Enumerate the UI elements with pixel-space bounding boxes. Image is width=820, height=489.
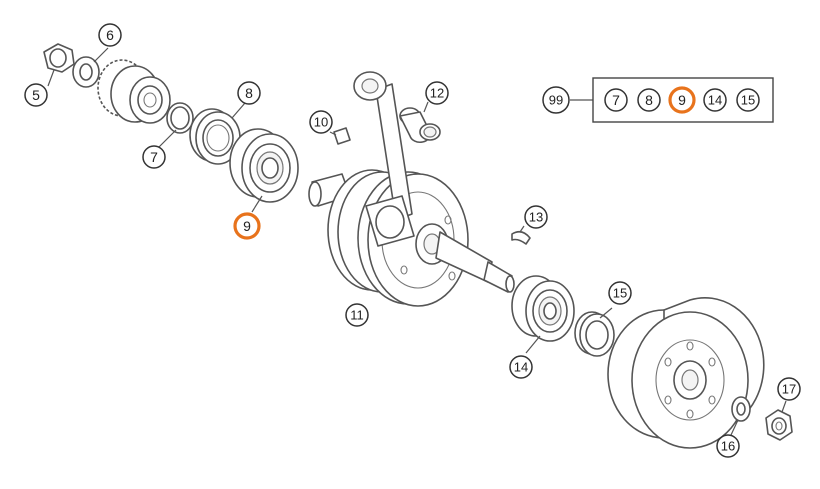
- callout-6[interactable]: 6: [98, 23, 122, 47]
- kit-item-label: 8: [645, 92, 653, 108]
- callout-15[interactable]: 15: [608, 281, 632, 305]
- kit-item-label: 14: [708, 93, 722, 108]
- callout-14-label: 14: [514, 360, 528, 375]
- callout-8-label: 8: [245, 85, 253, 101]
- kit-item-15[interactable]: 15: [736, 88, 760, 112]
- rotor-flywheel: [607, 297, 765, 449]
- callout-12-label: 12: [430, 86, 444, 101]
- kit-item-label: 7: [612, 92, 620, 108]
- callout-17-label: 17: [782, 382, 796, 397]
- callout-13[interactable]: 13: [524, 205, 548, 229]
- part-11-crankshaft: [308, 71, 515, 307]
- kit-item-ring: [604, 88, 628, 112]
- part-9-ball-bearing: [229, 128, 299, 203]
- kit-legend: 99 7 8 9 14 15: [542, 77, 774, 123]
- callout-11-label: 11: [350, 308, 364, 323]
- callout-5-label: 5: [32, 87, 40, 103]
- callout-15-label: 15: [613, 286, 627, 301]
- callout-11[interactable]: 11: [345, 303, 369, 327]
- part-13-woodruff-key: [511, 230, 531, 245]
- kit-item-9[interactable]: 9: [668, 86, 696, 114]
- kit-item-label: 9: [678, 92, 686, 108]
- kit-items: 7 8 9 14 15: [604, 86, 760, 114]
- kit-label-ring[interactable]: [542, 86, 570, 114]
- drive-gear: [97, 59, 171, 124]
- part-14-ball-bearing: [511, 275, 575, 342]
- leader-lines: [47, 47, 787, 436]
- kit-item-ring: [668, 86, 696, 114]
- callout-12[interactable]: 12: [425, 81, 449, 105]
- kit-item-ring: [637, 88, 661, 112]
- callout-14[interactable]: 14: [509, 355, 533, 379]
- callout-6-label: 6: [106, 27, 114, 43]
- callout-5[interactable]: 5: [24, 83, 48, 107]
- callout-17[interactable]: 17: [777, 377, 801, 401]
- callout-9-label: 9: [243, 218, 251, 234]
- callout-13-label: 13: [529, 210, 543, 225]
- part-16-spring-washer: [731, 396, 751, 422]
- part-8-shaft-seal: [189, 108, 241, 165]
- kit-item-7[interactable]: 7: [604, 88, 628, 112]
- callout-8[interactable]: 8: [237, 81, 261, 105]
- part-17-collar-nut: [765, 409, 793, 441]
- part-15-shaft-seal: [574, 311, 615, 357]
- kit-item-ring: [703, 88, 727, 112]
- kit-item-ring: [736, 88, 760, 112]
- kit-item-label: 15: [741, 93, 755, 108]
- callout-7[interactable]: 7: [142, 145, 166, 169]
- callout-10-label: 10: [314, 115, 328, 130]
- callout-16[interactable]: 16: [716, 434, 740, 458]
- callout-7-label: 7: [150, 149, 158, 165]
- kit-item-14[interactable]: 14: [703, 88, 727, 112]
- part-6-washer: [72, 56, 100, 88]
- kit-label: 99: [549, 93, 563, 108]
- part-10-key: [333, 127, 351, 145]
- callout-10[interactable]: 10: [309, 110, 333, 134]
- part-7-o-ring: [166, 102, 194, 134]
- callout-9[interactable]: 9: [233, 212, 261, 240]
- callout-16-label: 16: [721, 439, 735, 454]
- part-12-needle-bearing: [399, 107, 441, 143]
- part-5-nut: [43, 43, 75, 73]
- kit-item-8[interactable]: 8: [637, 88, 661, 112]
